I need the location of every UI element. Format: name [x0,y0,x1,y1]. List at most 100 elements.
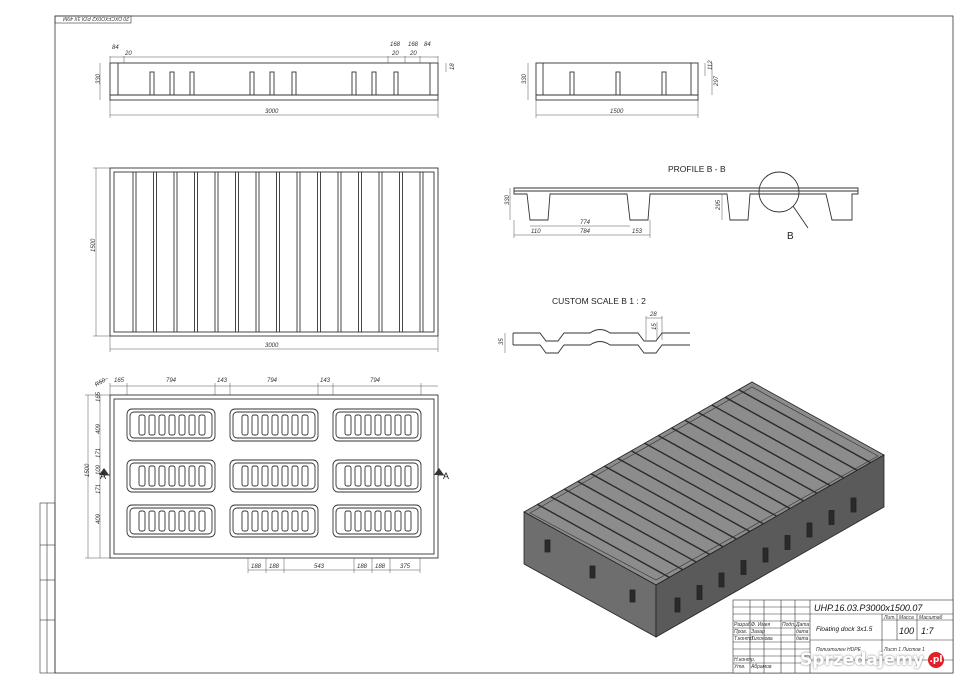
col-mass: Масса [899,615,914,621]
dim-bp-188-d: 188 [375,564,386,570]
pod-slot [241,510,249,532]
dim-side-330: 330 [522,73,528,84]
dim-profile-110: 110 [531,229,541,235]
section-arrow-left [99,468,109,475]
pod-slot [241,414,249,436]
material: Полиэтилен HDPE [816,647,862,653]
pod [126,504,216,538]
pod-slot [394,510,402,532]
pod-slot [241,465,249,487]
dim-height-18: 18 [450,63,456,70]
deck-seam [537,503,670,578]
pod [229,504,319,538]
pod-slot [354,465,362,487]
dim-bp-143-b: 143 [320,378,331,384]
slot [615,71,621,96]
deck-seam [630,450,764,525]
pod-slot [301,510,309,532]
tb-row-2-role: Т.контр. [734,636,754,642]
binding-strip [39,502,56,674]
pod-inner [129,462,213,490]
bottom-plan-dims [85,377,438,573]
title-block [732,599,954,674]
pod-slot [261,414,269,436]
pod-slot [344,414,352,436]
plan-dims [93,167,439,352]
deck-seam [711,404,845,479]
pod-slot [291,465,299,487]
slot [249,71,255,96]
dim-bp-794-c: 794 [370,378,381,384]
side-slot [740,560,747,575]
dim-corner-r50: R50 [94,377,107,388]
pod-slot [148,510,156,532]
pod-slot [281,465,289,487]
pod-slot [251,414,259,436]
drawing-number: UHP.16.03.P3000x1500.07 [814,603,923,613]
isometric-dock [523,381,885,638]
dim-profile-153: 153 [632,229,643,235]
elevation-long [109,62,439,101]
dim-bp-794-a: 794 [166,378,177,384]
sheet-info: Лист 1 Листов 1 [883,647,925,653]
pod [229,459,319,493]
dim-84-left: 84 [112,45,119,51]
dim-bp-375: 375 [400,564,411,570]
pod-slot [344,510,352,532]
pod [332,459,422,493]
dim-bp-188-c: 188 [357,564,368,570]
detail-title: CUSTOM SCALE B 1 : 2 [552,296,646,306]
side-slot [828,510,835,525]
dim-bp-794-b: 794 [267,378,278,384]
top-code-box [54,15,132,24]
dim-profile-330: 330 [505,194,511,205]
profile-section [513,171,859,229]
slot [189,71,195,96]
pod-slot [301,414,309,436]
deck-seam [724,396,858,471]
pod-inner [232,411,316,439]
pod-slot [158,510,166,532]
pod-slot [291,414,299,436]
side-slot [674,597,681,613]
bottom-plan [103,394,445,559]
pod-slot [394,465,402,487]
section-mark-left: A [100,471,106,481]
drawing-name: Floating dock 3x1.5 [816,626,873,633]
pod-slot [344,465,352,487]
tb-row-2-date: дата [796,636,809,642]
dim-bp-165: 165 [114,378,125,384]
pod-inner [335,507,419,535]
pod-slot [394,414,402,436]
pod-slot [198,510,206,532]
watermark: Sprzedajemy.pl [794,648,952,672]
side-slot [784,535,791,550]
slot [661,71,667,96]
dim-84-right: 84 [424,42,431,48]
tb-row-0-role: Разраб. [734,622,752,628]
pod-slot [354,510,362,532]
pod-slot [138,510,146,532]
pod-inner [232,462,316,490]
side-slot [544,539,551,553]
slot [149,71,155,96]
deck-seam [590,473,724,548]
dim-profile-774: 774 [580,220,591,226]
pod-inner [335,411,419,439]
section-arrow-right [434,468,444,475]
elevation-long-dim-labels: 84 20 168 168 84 20 20 330 18 3000 [96,42,456,115]
pod-slot [374,465,382,487]
tb-row-4-name: Абрамов [750,664,772,670]
pod-slot [251,510,259,532]
pod-inner [129,507,213,535]
pod-slot [291,510,299,532]
detail-section [512,329,690,354]
slot [569,71,575,96]
pod-slot [188,414,196,436]
dim-profile-784: 784 [580,229,591,235]
plan-view [109,167,439,337]
dim-bp-left-171-b: 171 [96,484,102,494]
profile-dims [509,188,723,238]
detail-dims [504,316,663,353]
deck-seam [671,427,804,502]
